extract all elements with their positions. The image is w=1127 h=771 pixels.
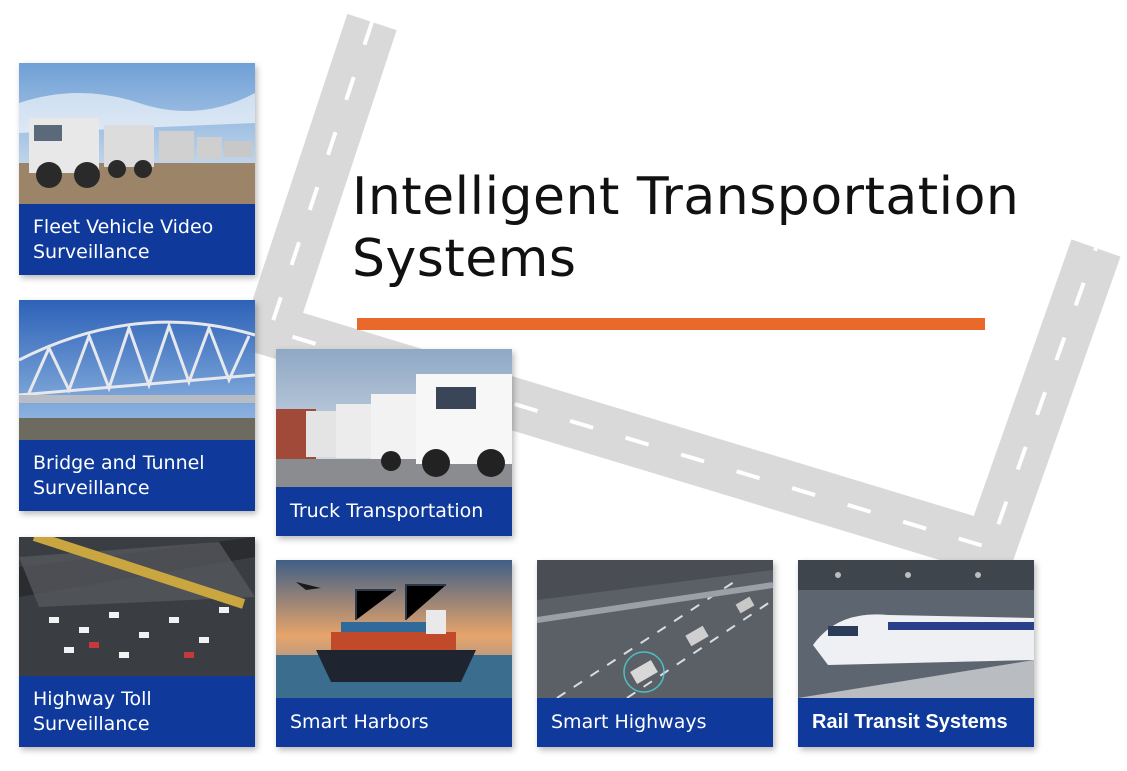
caption-line-1: Highway Toll <box>33 687 152 710</box>
caption-line-1: Smart Highways <box>551 711 707 733</box>
steel-bridge-photo <box>19 300 255 440</box>
caption-line-1: Truck Transportation <box>290 500 484 522</box>
card-caption: Smart Harbors <box>276 698 512 747</box>
card-highway-toll[interactable]: Highway Toll Surveillance <box>19 537 255 747</box>
toll-plaza-photo <box>19 537 255 676</box>
semi-trucks-photo <box>276 349 512 487</box>
highway-cars-photo <box>537 560 773 698</box>
card-bridge-tunnel[interactable]: Bridge and Tunnel Surveillance <box>19 300 255 511</box>
card-smart-highways[interactable]: Smart Highways <box>537 560 773 747</box>
caption-line-2: Surveillance <box>33 240 150 263</box>
card-caption: Bridge and Tunnel Surveillance <box>19 440 255 511</box>
card-caption: Truck Transportation <box>276 487 512 536</box>
card-fleet-vehicle[interactable]: Fleet Vehicle Video Surveillance <box>19 63 255 275</box>
caption-line-1: Bridge and Tunnel <box>33 451 205 474</box>
high-speed-train-photo <box>798 560 1034 698</box>
card-smart-harbors[interactable]: Smart Harbors <box>276 560 512 747</box>
container-ship-photo <box>276 560 512 698</box>
title-underline <box>357 318 985 330</box>
card-caption: Highway Toll Surveillance <box>19 676 255 747</box>
caption-line-1: Fleet Vehicle Video <box>33 215 214 238</box>
card-caption: Smart Highways <box>537 698 773 747</box>
caption-line-1: Rail Transit Systems <box>812 711 1008 733</box>
card-caption: Rail Transit Systems <box>798 698 1034 747</box>
title-line-1: Intelligent Transportation <box>352 167 1020 227</box>
caption-line-1: Smart Harbors <box>290 711 429 733</box>
card-truck-transportation[interactable]: Truck Transportation <box>276 349 512 536</box>
title-line-2: Systems <box>352 229 577 289</box>
caption-line-2: Surveillance <box>33 712 150 735</box>
card-caption: Fleet Vehicle Video Surveillance <box>19 204 255 275</box>
mining-trucks-photo <box>19 63 255 204</box>
caption-line-2: Surveillance <box>33 476 150 499</box>
page-title: Intelligent Transportation Systems <box>352 166 1072 290</box>
card-rail-transit[interactable]: Rail Transit Systems <box>798 560 1034 747</box>
